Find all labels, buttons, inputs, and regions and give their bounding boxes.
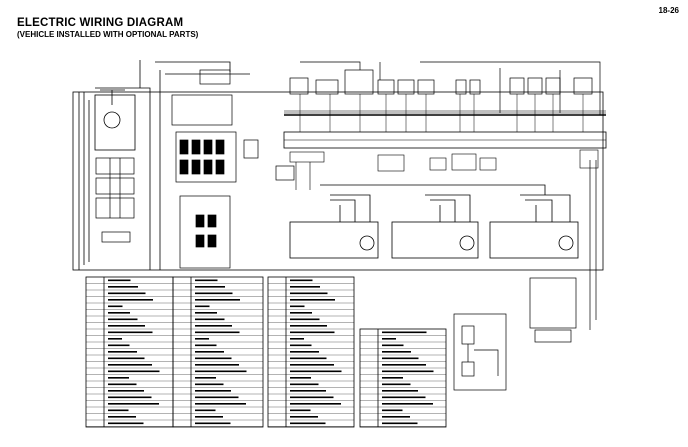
legend-rows [86, 279, 446, 427]
mid-connectors [289, 149, 599, 190]
fuse-box [171, 69, 295, 269]
right-ecu [529, 160, 597, 343]
left-harness [78, 60, 250, 270]
left-relay-bank [95, 157, 135, 243]
legend-tables [85, 276, 447, 428]
top-connectors [289, 61, 601, 115]
inset-diagram [453, 313, 507, 391]
motor-symbol [94, 89, 136, 151]
bus-drops [299, 94, 584, 132]
diagram-subtitle: (VEHICLE INSTALLED WITH OPTIONAL PARTS) [17, 30, 199, 39]
module-blocks [289, 184, 579, 259]
diagram-title: ELECTRIC WIRING DIAGRAM [17, 17, 184, 29]
page-number: 18-26 [658, 6, 679, 15]
schematic-frame [72, 91, 607, 271]
